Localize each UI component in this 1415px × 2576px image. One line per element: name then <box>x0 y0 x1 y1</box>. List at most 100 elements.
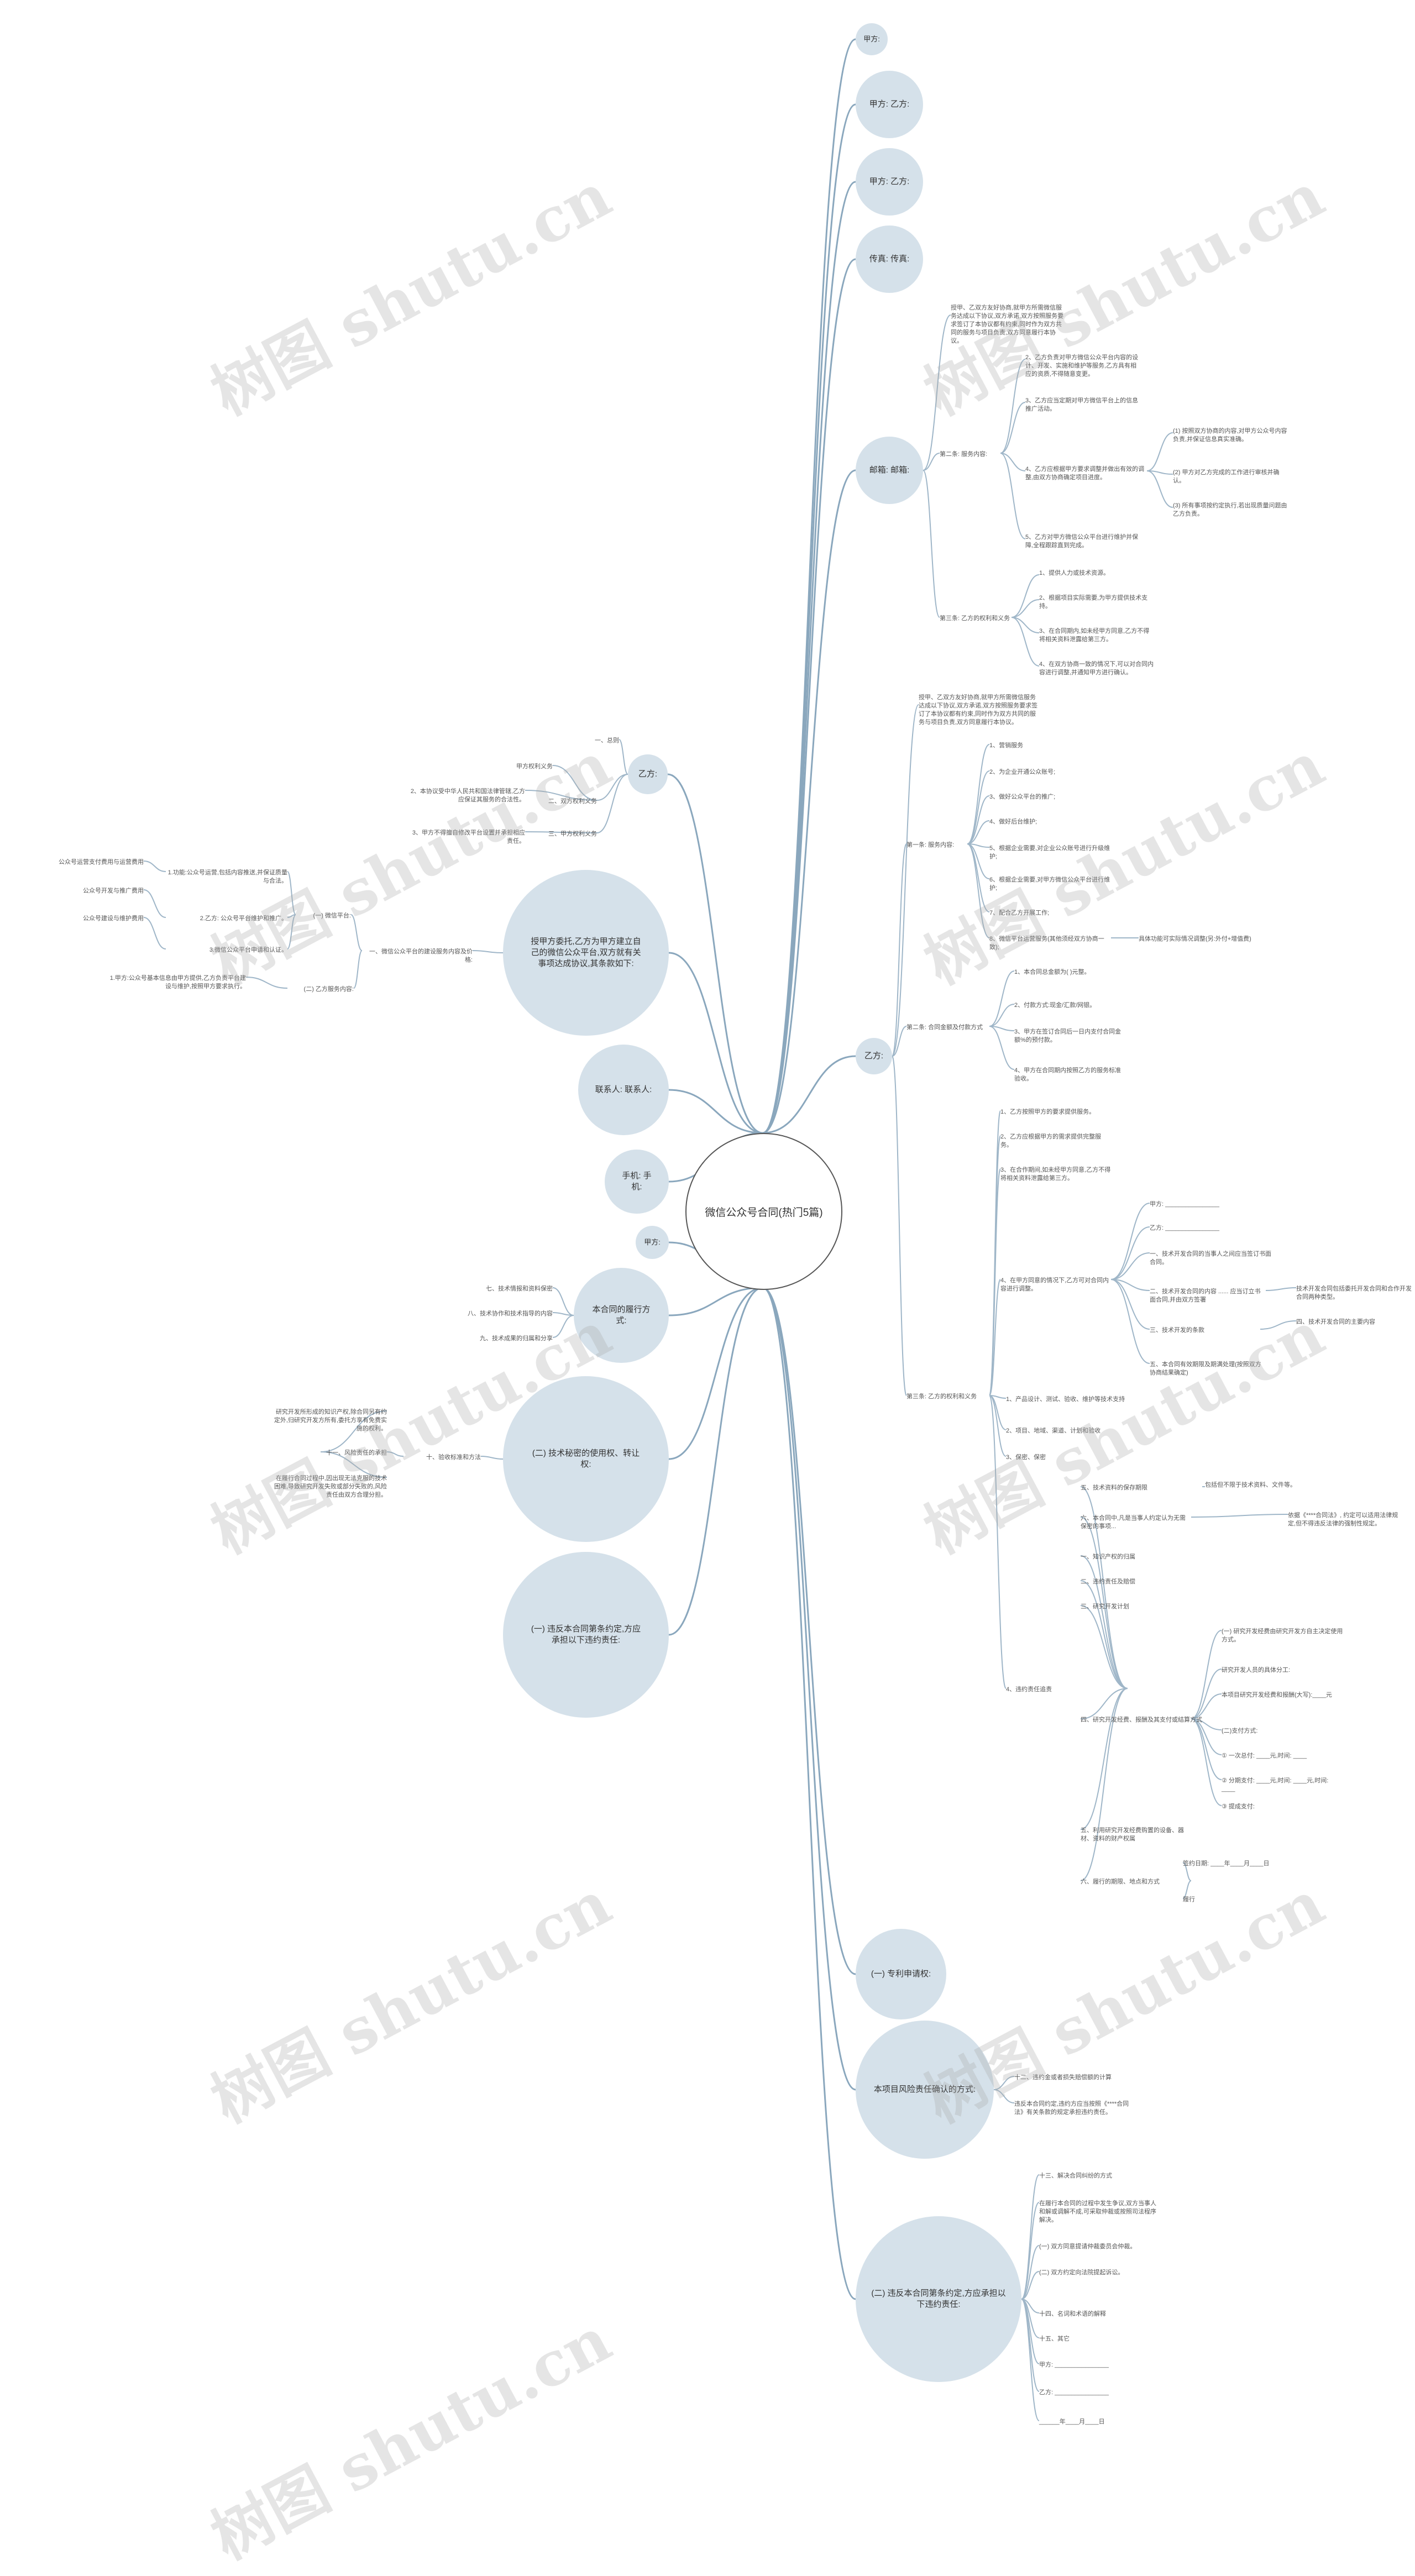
connector-76 <box>1191 1693 1222 1719</box>
left-topic-breach[interactable]: (一) 违反本合同第条约定,方应承担以下违约责任: <box>503 1552 669 1718</box>
mail-art3-item-2: 2、根据项目实际需要,为甲方提供技术支持。 <box>1039 595 1148 610</box>
left-topic-phone[interactable]: 手机: 手机: <box>605 1150 669 1214</box>
connector-70 <box>1080 1688 1128 1830</box>
breach-item-7: 甲方: ________________ <box>1039 2362 1109 2368</box>
left-topic-tech[interactable]: (二) 技术秘密的使用权、转让权: <box>503 1376 669 1542</box>
left-topic-intro[interactable]: 授甲方委托,乙方为甲方建立自己的微信公众平台,双方就有关事项达成协议,其条款如下… <box>503 870 669 1036</box>
topic-breach-right[interactable]: (二) 违反本合同第条约定,方应承担以下违约责任: <box>856 2216 1021 2382</box>
connector-96 <box>596 774 628 833</box>
yi-art3: 第三条: 乙方的权利和义务 <box>906 1393 977 1400</box>
yi-sign-sub: 履行 <box>1183 1896 1195 1903</box>
yi-sub5-4: 二、违约责任及赔偿 <box>1081 1578 1135 1585</box>
connector-10 <box>668 952 763 1134</box>
connector-62 <box>989 1395 1007 1457</box>
left-perform-item-1: 七、技术情报和资料保密 <box>486 1286 553 1292</box>
yi-content-req: 四、技术开发合同的主要内容 <box>1296 1319 1375 1325</box>
yi-art1-item-8: 8、微信平台运营服务(其他须经双方协商一致); <box>989 936 1104 951</box>
mail-art3-item-3: 3、在合同期内,如未经甲方同意,乙方不得将相关资料泄露给第三方。 <box>1039 628 1150 643</box>
connector-65 <box>1080 1517 1128 1689</box>
yi-items5-1: 1、产品设计、测试、验收、维护等技术支持 <box>1006 1396 1125 1403</box>
left-topic-jia[interactable]: 甲方: <box>636 1226 669 1259</box>
breach-item-9: ______年____月____日 <box>1039 2418 1105 2425</box>
connector-20 <box>1000 359 1026 454</box>
connector-103 <box>287 871 296 915</box>
connector-59 <box>1260 1320 1297 1330</box>
connector-47 <box>989 1026 1015 1070</box>
left-yi-sub-3: 3、甲方不得擅自修改平台设置并承担相应责任。 <box>412 830 525 844</box>
left-topic-perform[interactable]: 本合同的履行方式: <box>574 1268 669 1363</box>
left-topic-yi[interactable]: 乙方: <box>628 754 668 794</box>
topic-jia[interactable]: 甲方: <box>856 23 888 55</box>
connector-55 <box>1110 1279 1150 1291</box>
topic-yi[interactable]: 乙方: <box>856 1038 892 1074</box>
connector-94 <box>619 739 628 775</box>
yi-sub5-note-6: (二)支付方式: <box>1222 1728 1258 1734</box>
yi-sub5-note-2: 依据《****合同法》, 约定可以适用法律规定,但不得违反法律的强制性规定。 <box>1288 1512 1398 1527</box>
topic-risk[interactable]: 本项目风险责任确认的方式: <box>856 2021 994 2159</box>
connector-109 <box>143 917 166 949</box>
connector-15 <box>668 1287 763 1460</box>
mail-art2-sub-2: (2) 甲方对乙方完成的工作进行审核并确认。 <box>1173 469 1280 484</box>
yi-items5-2: 2、项目、地域、渠道、计划和验收 <box>1006 1428 1101 1434</box>
connector-105 <box>287 914 296 949</box>
topic-jia-yi-1[interactable]: 甲方: 乙方: <box>856 71 923 138</box>
yi-sub5-8: 六、履行的期限、地点和方式 <box>1081 1879 1160 1885</box>
yi-sub5-note-9: ③ 提成支付: <box>1222 1803 1255 1810</box>
yi-sub5-2: 六、本合同中,凡是当事人约定认为无需保密的事项... <box>1081 1515 1186 1530</box>
connector-73 <box>1191 1514 1288 1518</box>
yi-tech-contract: 二、技术开发合同的内容 ...... 应当订立书面合同,并由双方签署 <box>1150 1288 1261 1303</box>
connector-114 <box>386 1451 404 1457</box>
yi-art1-item-6: 6、根据企业需要,对甲方微信公众平台进行维护; <box>989 877 1110 891</box>
left-intro-item-2: (一) 微信平台: <box>313 912 351 919</box>
connector-11 <box>668 1089 763 1134</box>
connector-97 <box>552 765 598 801</box>
connector-14 <box>668 1287 763 1316</box>
topic-mail[interactable]: 邮箱: 邮箱: <box>856 437 923 504</box>
yi-art1-item-7: 7、配合乙方开展工作; <box>989 910 1050 916</box>
connector-0 <box>762 38 856 1134</box>
connector-34 <box>892 1056 907 1396</box>
risk-item-2: 违反本合同约定,违约方应当按照《****合同法》有关条款的规定承担违约责任。 <box>1014 2101 1129 2116</box>
connector-36 <box>967 770 990 844</box>
connector-51 <box>989 1279 1001 1396</box>
connector-32 <box>892 843 907 1057</box>
breach-item-1: 十三、解决合同纠纷的方式 <box>1039 2173 1112 2179</box>
connector-71 <box>1080 1688 1128 1881</box>
connector-16 <box>668 1287 763 1636</box>
connector-57 <box>1110 1279 1150 1364</box>
yi-art2-item-4: 4、甲方在合同期内按照乙方的服务标准验收。 <box>1014 1067 1121 1082</box>
mail-art2-item-4: 5、乙方对甲方微信公众平台进行维护并保障,全程跟踪直到完成。 <box>1025 534 1139 549</box>
connector-64 <box>1080 1486 1128 1689</box>
connector-53 <box>1110 1226 1150 1280</box>
connector-86 <box>1021 2202 1040 2300</box>
connector-58 <box>1265 1287 1297 1291</box>
connector-21 <box>1000 402 1026 454</box>
mail-art2-item-2: 3、乙方应当定期对甲方微信平台上的信息推广活动。 <box>1025 397 1139 412</box>
left-intro-leaf-3: 公众号建设与维护费用 <box>83 915 144 922</box>
yi-sub5-note-7: ① 一次总付: ____元,时间: ____ <box>1222 1753 1307 1759</box>
yi-art3-item-3: 3、在合作期间,如未经甲方同意,乙方不得将相关资料泄露给第三方。 <box>1000 1167 1111 1182</box>
yi-items5-3: 3、保密、保密 <box>1006 1454 1046 1461</box>
topic-jia-yi-2[interactable]: 甲方: 乙方: <box>856 148 923 216</box>
left-topic-contact[interactable]: 联系人: 联系人: <box>578 1045 669 1135</box>
breach-item-5: 十四、名词和术语的解释 <box>1039 2311 1106 2317</box>
connector-69 <box>1080 1688 1128 1719</box>
left-intro-sub-4: 1.甲方:公众号基本信息由甲方提供,乙方负责平台建设与维护,按照甲方要求执行。 <box>109 975 246 990</box>
yi-art1: 第一条: 服务内容: <box>906 842 955 848</box>
connector-17 <box>923 314 951 471</box>
connector-75 <box>1191 1669 1222 1719</box>
left-intro-item-1: 一、微信公众平台的建设服务内容及价格: <box>369 948 473 963</box>
connector-40 <box>967 843 990 879</box>
topic-patent[interactable]: (一) 专利申请权: <box>856 1929 946 2019</box>
connector-42 <box>967 843 990 938</box>
yi-items5-4: 4、违约责任追责 <box>1006 1686 1052 1693</box>
connector-28 <box>1011 599 1040 618</box>
connector-30 <box>1011 617 1040 667</box>
connector-102 <box>353 950 363 989</box>
center-topic[interactable]: 微信公众号合同(热门5篇) <box>685 1133 842 1290</box>
connector-46 <box>989 1026 1015 1031</box>
connector-108 <box>143 889 166 918</box>
connector-19 <box>923 470 940 618</box>
connector-29 <box>1011 617 1040 633</box>
topic-fax[interactable]: 传真: 传真: <box>856 225 923 293</box>
